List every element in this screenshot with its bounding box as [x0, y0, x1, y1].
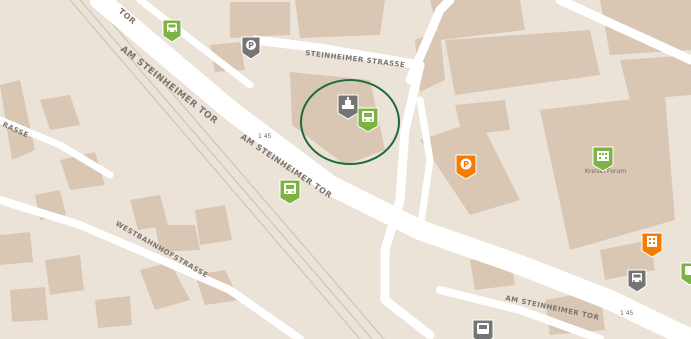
highlight-circle: [300, 79, 400, 165]
building-icon[interactable]: [641, 232, 663, 258]
building: [0, 80, 35, 160]
building: [195, 205, 232, 245]
road-ramp-2[interactable]: [416, 96, 434, 234]
road-westbahnhofstrasse[interactable]: [0, 196, 304, 339]
markers-layer: P P: [162, 19, 691, 339]
parking-icon[interactable]: P: [241, 36, 261, 60]
road-ramp[interactable]: [380, 60, 435, 339]
building: [10, 287, 48, 322]
road-am-steinheimer-tor-north[interactable]: [136, 0, 254, 89]
house-number: 1 45: [258, 133, 272, 140]
building: [155, 225, 200, 252]
building: [95, 296, 132, 328]
road-top-right[interactable]: [555, 0, 691, 65]
small-labels: 1 45 1 45 Kreisel Forum: [258, 133, 634, 317]
bus-stop-icon[interactable]: [279, 179, 301, 205]
building-icon[interactable]: [592, 146, 614, 172]
road-steinheimer-strasse[interactable]: [250, 35, 425, 70]
building: [40, 95, 80, 130]
building: [140, 262, 190, 310]
bus-stop-icon[interactable]: [162, 19, 182, 43]
road-left[interactable]: [0, 116, 114, 179]
building-name-label: Kreisel Forum: [585, 168, 626, 175]
building: [45, 255, 84, 295]
building: [295, 0, 385, 38]
bus-stop-icon[interactable]: [357, 107, 379, 133]
road-lower-right[interactable]: [436, 286, 604, 339]
building: [0, 232, 33, 265]
building: [540, 95, 675, 250]
svg-text:P: P: [463, 160, 469, 169]
bus-stop-icon[interactable]: [472, 319, 494, 339]
road-north-east[interactable]: [405, 0, 455, 85]
building: [430, 0, 525, 40]
landmark-icon[interactable]: [337, 94, 359, 120]
railway-layer: [69, 0, 385, 339]
building: [130, 195, 168, 230]
building: [620, 55, 691, 100]
svg-text:P: P: [248, 41, 254, 50]
bus-stop-icon[interactable]: [627, 269, 647, 293]
house-number: 1 45: [620, 310, 634, 317]
building: [600, 0, 691, 55]
building: [445, 30, 600, 95]
building: [230, 2, 290, 38]
bus-stop-icon[interactable]: [680, 262, 691, 286]
building: [290, 72, 385, 165]
parking-icon[interactable]: P: [455, 154, 477, 180]
